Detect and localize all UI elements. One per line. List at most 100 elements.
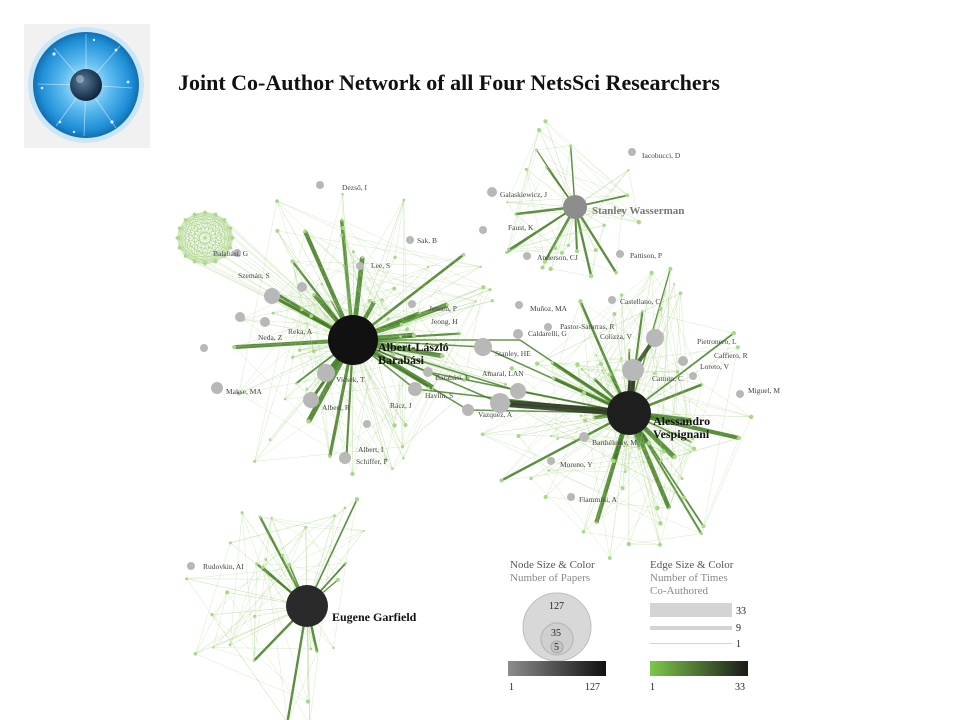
coauthor-edge <box>660 371 678 524</box>
coauthor-edge <box>304 231 448 305</box>
leaf-node <box>399 335 402 338</box>
coauthor-edge <box>506 195 628 253</box>
coauthor-edge <box>577 364 585 394</box>
leaf-node <box>312 293 316 297</box>
network-nodes <box>175 119 754 704</box>
author-label: Galaskiewicz, J <box>500 190 547 199</box>
author-label: Balabási, G <box>213 249 249 258</box>
coauthor-edge <box>642 310 734 334</box>
coauthor-edge <box>392 458 404 469</box>
clique-edge <box>215 237 234 263</box>
leaf-node <box>403 422 408 428</box>
clique-edge <box>194 211 206 263</box>
coauthor-edge <box>292 261 314 352</box>
leaf-node <box>462 378 467 382</box>
author-node <box>406 236 414 244</box>
leaf-node <box>636 219 642 225</box>
author-label: Anderson, CJ <box>537 253 578 262</box>
clique-edge <box>185 219 232 249</box>
coauthor-edge <box>329 387 429 457</box>
clique-edge <box>178 227 186 257</box>
hub-node-garfield <box>286 585 328 627</box>
clique-edge <box>224 227 232 257</box>
coauthor-edge <box>352 299 383 474</box>
leaf-node <box>391 352 396 357</box>
clique-edge <box>194 227 232 263</box>
coauthor-edge <box>482 434 661 524</box>
coauthor-edge <box>583 350 630 532</box>
coauthor-edge <box>625 438 693 473</box>
author-node <box>646 329 664 347</box>
coauthor-edge <box>542 245 569 268</box>
coauthor-edge <box>628 284 675 414</box>
coauthor-edge <box>432 301 476 388</box>
author-node <box>487 187 497 197</box>
author-label: Reka, A <box>288 327 313 336</box>
author-label: Colizza, V <box>600 332 633 341</box>
coauthor-edge <box>507 201 545 262</box>
author-label: Havlin, S <box>425 391 453 400</box>
author-node <box>678 356 688 366</box>
leaf-node <box>524 167 528 171</box>
coauthor-edge <box>530 478 584 532</box>
clique-edge <box>194 213 225 220</box>
coauthor-edge <box>331 254 464 302</box>
legend-edge-subtitle-1: Number of Times <box>650 572 728 584</box>
coauthor-edge <box>427 266 461 334</box>
coauthor-edge <box>265 559 288 720</box>
coauthor-edge <box>254 231 306 462</box>
clique-edge <box>204 213 216 265</box>
coauthor-edge <box>654 332 734 374</box>
leaf-node <box>514 212 517 216</box>
clique-edge <box>179 219 225 229</box>
coauthor-edge <box>321 284 387 460</box>
coauthor-edge <box>615 210 623 273</box>
leaf-node <box>619 293 624 297</box>
legend-node-scale-max: 127 <box>585 682 600 693</box>
legend-node-value-5: 5 <box>554 642 559 653</box>
legend-edge-bar-1 <box>650 643 732 644</box>
leaf-node <box>193 651 198 656</box>
clique-node <box>183 254 187 258</box>
leaf-node <box>593 377 596 381</box>
leaf-node <box>731 330 736 336</box>
coauthor-edge <box>601 370 661 524</box>
hub-node-barabasi <box>328 315 378 365</box>
clique-edge <box>194 256 225 263</box>
hub-label-garfield: Eugene Garfield <box>332 610 417 624</box>
leaf-node <box>578 299 583 304</box>
author-node <box>628 148 636 156</box>
leaf-node <box>340 233 343 237</box>
coauthor-edge <box>581 272 652 370</box>
coauthor-edge <box>482 363 602 435</box>
author-label: Lee, S <box>371 261 390 270</box>
coauthor-edge <box>580 301 602 365</box>
coauthor-edge <box>594 313 615 380</box>
author-node <box>316 181 324 189</box>
leaf-node <box>465 375 470 380</box>
coauthor-edge <box>580 301 752 418</box>
clique-edge <box>204 219 226 265</box>
clique-node <box>214 260 218 264</box>
author-label: Sak, B <box>417 236 437 245</box>
leaf-node <box>534 148 538 152</box>
leaf-node <box>543 119 548 124</box>
author-node <box>297 282 307 292</box>
leaf-node <box>540 265 545 270</box>
coauthor-edge <box>657 438 694 509</box>
leaf-node <box>699 532 703 536</box>
leaf-node <box>649 270 654 275</box>
coauthor-edge <box>402 200 405 447</box>
leaf-node <box>309 314 314 318</box>
author-node <box>462 404 474 416</box>
clique-edge <box>204 247 232 265</box>
coauthor-edge <box>289 564 339 580</box>
leaf-node <box>228 541 232 545</box>
coauthor-edge <box>341 234 481 267</box>
leaf-node <box>637 446 641 450</box>
clique-edge <box>194 213 206 265</box>
author-label: Vicsek, T <box>336 375 365 384</box>
hub-node-wasserman <box>563 195 587 219</box>
leaf-node <box>566 243 570 247</box>
clique-node <box>192 212 196 216</box>
